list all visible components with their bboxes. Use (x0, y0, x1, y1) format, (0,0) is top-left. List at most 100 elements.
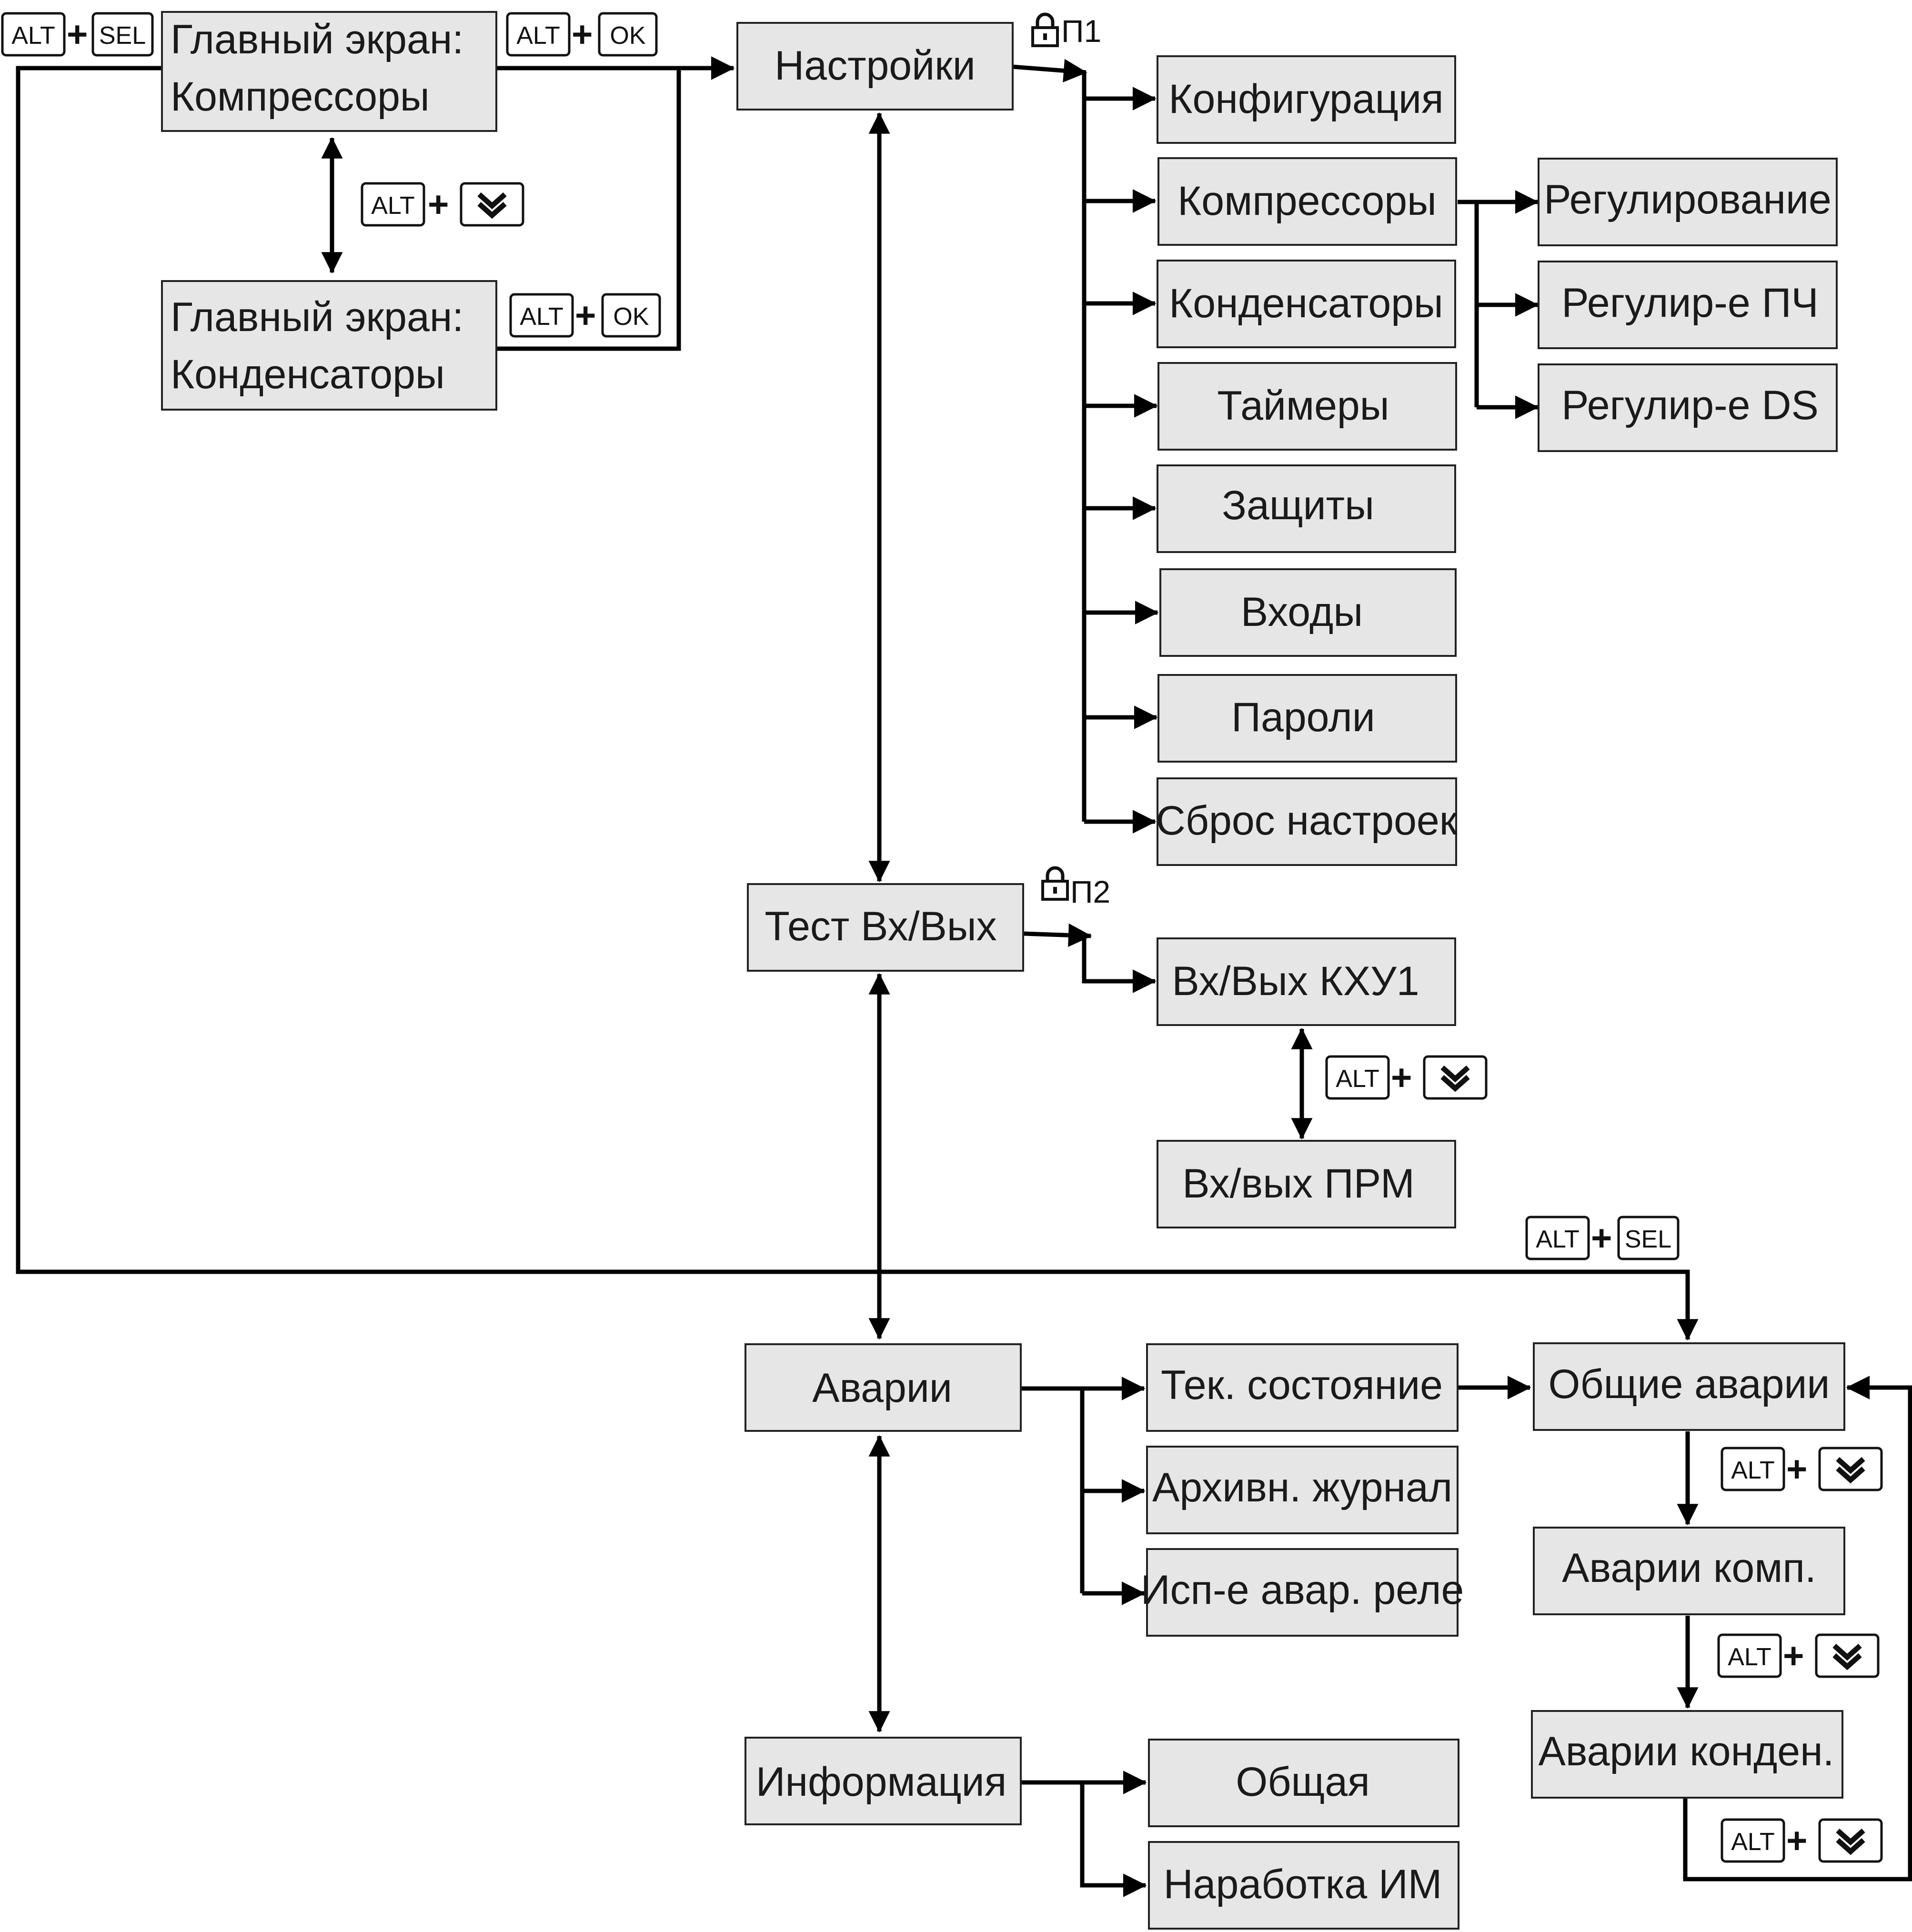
box-regulation-ds-label: Регулир-е DS (1561, 382, 1819, 428)
key-alt: ALT (1, 12, 66, 57)
box-regulation-ds[interactable]: Регулир-е DS (1538, 363, 1838, 452)
line-condensers-to-settings (496, 68, 681, 351)
key-down (1818, 1447, 1883, 1491)
key-down (1423, 1055, 1488, 1100)
box-cond-alarms[interactable]: Аварии конден. (1531, 1710, 1843, 1799)
key-alt: ALT (361, 182, 425, 227)
key-alt: ALT (1721, 1818, 1785, 1863)
key-combo-alt-down: ALT + (1721, 1447, 1883, 1491)
key-alt: ALT (509, 293, 574, 338)
key-combo-alt-down: ALT + (361, 182, 524, 227)
svg-text:ALT: ALT (1728, 1643, 1771, 1671)
box-reset-label: Сброс настроек (1156, 798, 1458, 844)
box-alarms[interactable]: Аварии (745, 1343, 1022, 1432)
box-timers[interactable]: Таймеры (1157, 362, 1457, 451)
double-chevron-down-icon (1440, 1065, 1470, 1092)
box-main-compressors-line1: Главный экран: (171, 17, 463, 62)
box-current-state[interactable]: Тек. состояние (1146, 1343, 1459, 1432)
box-compressors-label: Компрессоры (1177, 178, 1437, 224)
arrow-test-lock-p2 (1024, 923, 1092, 947)
box-general-info[interactable]: Общая (1148, 1739, 1459, 1827)
key-down (460, 182, 524, 227)
box-alarm-relay[interactable]: Исп-е авар. реле (1141, 1548, 1464, 1637)
box-main-compressors[interactable]: Главный экран: Компрессоры (161, 11, 497, 132)
box-timers-label: Таймеры (1217, 383, 1389, 429)
box-io-kxu1-label: Вх/Вых КХУ1 (1172, 958, 1419, 1004)
box-inputs-label: Входы (1241, 589, 1363, 635)
key-combo-alt-ok: ALT + OK (506, 12, 658, 57)
box-test-io-label: Тест Вх/Вых (765, 904, 996, 949)
plus-sign: + (67, 14, 88, 55)
box-alarm-relay-label: Исп-е авар. реле (1141, 1567, 1464, 1613)
plus-sign: + (428, 184, 449, 225)
plus-sign: + (1591, 1218, 1612, 1258)
key-combo-alt-sel: ALT + SEL (1, 12, 154, 57)
plus-sign: + (575, 295, 596, 336)
svg-text:ALT: ALT (516, 22, 560, 50)
box-general-info-label: Общая (1236, 1759, 1369, 1805)
box-regulation-vfd[interactable]: Регулир-е ПЧ (1538, 261, 1838, 349)
key-combo-alt-down: ALT + (1325, 1055, 1488, 1100)
lock-label-p2: П2 (1070, 874, 1110, 909)
box-condensers[interactable]: Конденсаторы (1157, 260, 1456, 348)
box-information[interactable]: Информация (745, 1737, 1022, 1825)
svg-text:SEL: SEL (1625, 1226, 1671, 1253)
key-sel: SEL (91, 12, 154, 57)
svg-text:ALT: ALT (1536, 1226, 1580, 1253)
svg-text:ALT: ALT (520, 303, 564, 331)
svg-text:ALT: ALT (1336, 1065, 1379, 1093)
box-main-condensers[interactable]: Главный экран: Конденсаторы (161, 280, 497, 411)
box-protections-label: Защиты (1222, 483, 1374, 528)
box-configuration[interactable]: Конфигурация (1157, 55, 1456, 144)
svg-text:OK: OK (610, 22, 645, 50)
key-down (1818, 1818, 1883, 1863)
box-compressors[interactable]: Компрессоры (1157, 157, 1457, 246)
key-ok: OK (601, 293, 661, 338)
key-alt: ALT (1325, 1055, 1390, 1100)
arrow-settings-lock-p1 (1012, 59, 1087, 83)
box-regulation-label: Регулирование (1544, 177, 1831, 222)
arrow-to-io-kxu1 (1082, 936, 1157, 993)
box-runtime[interactable]: Наработка ИМ (1148, 1841, 1459, 1930)
box-information-label: Информация (756, 1759, 1007, 1805)
box-settings-label: Настройки (775, 43, 976, 89)
box-test-io[interactable]: Тест Вх/Вых (747, 883, 1024, 972)
key-combo-alt-down: ALT + (1721, 1818, 1883, 1863)
plus-sign: + (1783, 1636, 1804, 1676)
svg-text:ALT: ALT (1731, 1457, 1775, 1484)
box-protections[interactable]: Защиты (1157, 464, 1456, 553)
line-global-loop (16, 66, 1690, 1286)
box-main-compressors-line2: Компрессоры (171, 74, 430, 120)
box-archive-log[interactable]: Архивн. журнал (1146, 1446, 1459, 1534)
box-comp-alarms-label: Аварии комп. (1562, 1545, 1816, 1591)
key-alt: ALT (506, 12, 571, 57)
plus-sign: + (1391, 1057, 1412, 1098)
box-comp-alarms[interactable]: Аварии комп. (1533, 1527, 1845, 1615)
key-combo-alt-down: ALT + (1717, 1633, 1880, 1678)
svg-text:SEL: SEL (99, 22, 146, 50)
box-io-kxu1[interactable]: Вх/Вых КХУ1 (1157, 937, 1456, 1026)
box-io-prm[interactable]: Вх/вых ПРМ (1157, 1140, 1456, 1228)
box-general-alarms[interactable]: Общие аварии (1533, 1342, 1845, 1431)
svg-text:ALT: ALT (11, 22, 55, 50)
box-reset[interactable]: Сброс настроек (1156, 777, 1458, 866)
connectors (16, 56, 1912, 1897)
plus-sign: + (1786, 1449, 1807, 1489)
key-combo-alt-ok: ALT + OK (509, 293, 661, 338)
key-alt: ALT (1717, 1633, 1782, 1678)
arrow-to-runtime (1080, 1782, 1147, 1897)
padlock-icon: П1 (1031, 12, 1101, 49)
box-settings[interactable]: Настройки (736, 22, 1014, 111)
box-inputs[interactable]: Входы (1159, 568, 1457, 657)
key-down (1815, 1633, 1880, 1678)
box-io-prm-label: Вх/вых ПРМ (1182, 1161, 1415, 1207)
key-alt: ALT (1721, 1447, 1785, 1491)
box-passwords[interactable]: Пароли (1157, 674, 1457, 763)
box-regulation[interactable]: Регулирование (1538, 158, 1838, 246)
key-combo-alt-sel: ALT + SEL (1525, 1216, 1680, 1260)
box-passwords-label: Пароли (1231, 694, 1375, 740)
box-general-alarms-label: Общие аварии (1549, 1361, 1830, 1407)
box-main-condensers-line2: Конденсаторы (171, 352, 445, 397)
